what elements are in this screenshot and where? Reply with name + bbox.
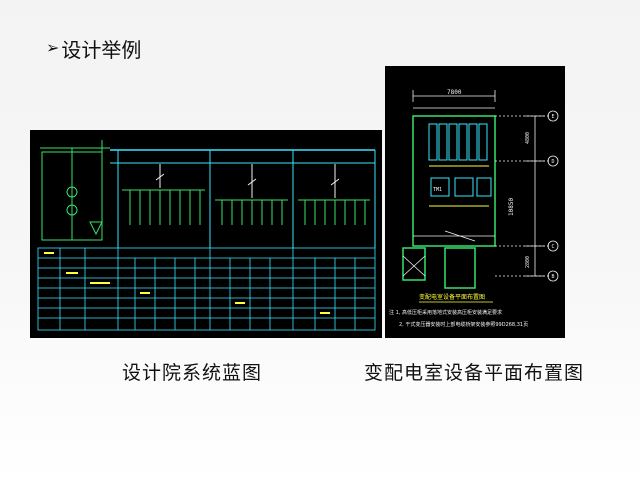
axis-label-c: D (551, 159, 554, 165)
plan-note-2: 2, 干式变压器安装时上部电缆桥架安装参照99D268,31页 (399, 321, 528, 328)
axis-label-e: B (551, 274, 554, 280)
device-label: TM1 (433, 187, 442, 193)
dim-top-label: 7800 (447, 89, 462, 96)
right-caption: 变配电室设备平面布置图 (364, 362, 585, 384)
dim-right-a-label: 4800 (525, 132, 531, 144)
floor-plan-image: 7800 TM1 (385, 66, 565, 338)
left-caption: 设计院系统蓝图 (122, 362, 263, 384)
floor-plan-drawing: 7800 TM1 (389, 89, 559, 328)
slide-title: ➢ 设计举例 (46, 34, 141, 63)
axis-label-b: E (551, 114, 554, 120)
system-blueprint-drawing (37, 140, 376, 331)
axis-label-d: C (551, 244, 554, 250)
slide-title-text: 设计举例 (61, 38, 142, 62)
plan-note-1: 注 1, 高低压柜采用落地式安装高压柜安装满足要求 (389, 309, 502, 316)
system-blueprint-image (30, 130, 382, 338)
bullet-arrow-icon: ➢ (46, 38, 60, 57)
dim-right-b-label: 2800 (525, 256, 531, 268)
dim-right-label: 10850 (508, 198, 515, 216)
plan-title: 变配电室设备平面布置图 (419, 293, 485, 301)
